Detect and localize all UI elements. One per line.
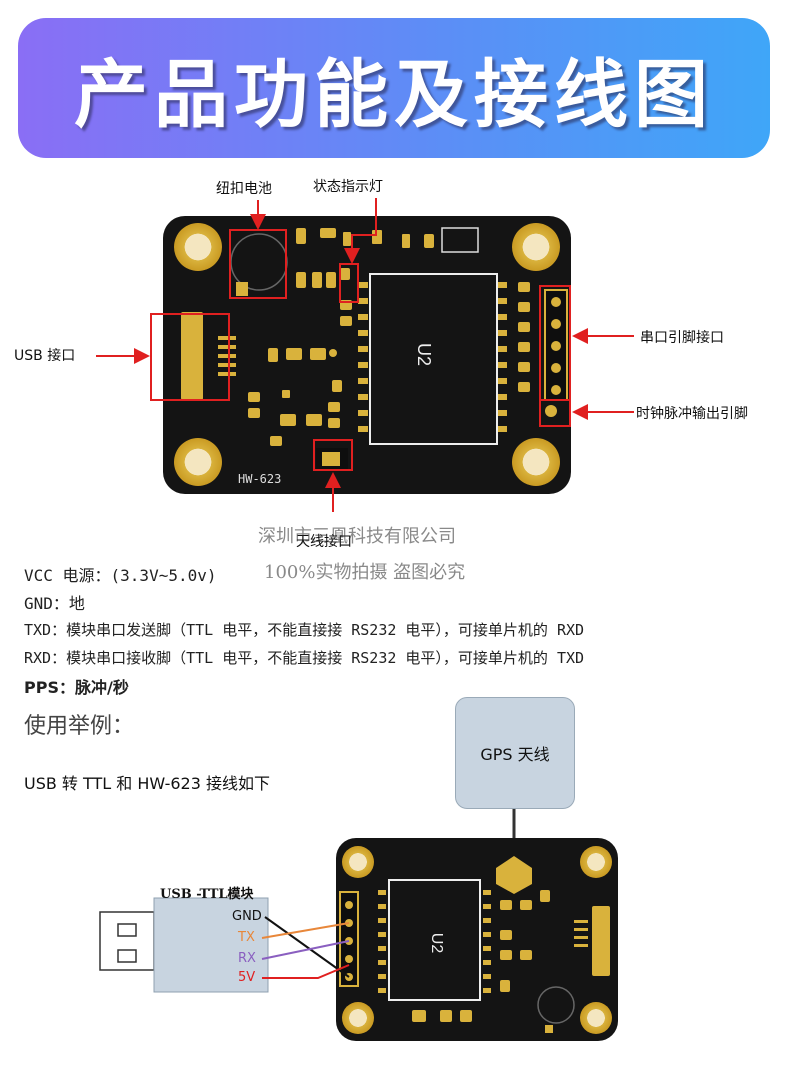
watermark-company: 深圳市三凰科技有限公司 <box>258 526 456 547</box>
antenna-connector <box>496 856 532 894</box>
title-banner: 产品功能及接线图 <box>18 18 770 158</box>
pin-tx-label: TX <box>238 930 255 945</box>
chip-label: U2 <box>414 342 435 367</box>
usage-heading: 使用举例： <box>24 714 135 739</box>
pin-rx-label: RX <box>238 951 256 966</box>
status-led-label: 状态指示灯 <box>313 179 383 195</box>
mounting-hole <box>580 1002 612 1034</box>
page-title: 产品功能及接线图 <box>74 51 714 138</box>
usb-highlight <box>150 313 230 401</box>
serial-header-pins <box>544 289 568 417</box>
led-highlight <box>339 263 359 303</box>
gps-antenna-label: GPS 天线 <box>480 745 550 764</box>
usage-description: USB 转 TTL 和 HW-623 接线如下 <box>24 774 270 793</box>
usb-ttl-module-title: USB -TTL模块 <box>160 887 254 902</box>
gps-module-board-top <box>163 216 571 494</box>
smd-pads <box>248 228 530 446</box>
spec-rxd: RXD：模块串口接收脚（TTL 电平，不能直接接 RS232 电平），可接单片机… <box>24 649 585 667</box>
gps-antenna-box: GPS 天线 <box>455 697 575 809</box>
spec-gnd: GND：地 <box>24 594 85 613</box>
gps-module-board-bottom <box>336 807 618 1041</box>
spec-txd: TXD：模块串口发送脚（TTL 电平，不能直接接 RS232 电平），可接单片机… <box>24 621 585 639</box>
mounting-hole <box>174 438 222 486</box>
connection-wires <box>261 916 350 979</box>
battery-highlight <box>229 229 287 299</box>
antenna-highlight <box>313 439 353 471</box>
pps-highlight <box>539 399 571 427</box>
button-battery-label: 纽扣电池 <box>216 181 272 197</box>
mounting-hole <box>512 223 560 271</box>
usb-connector-pads <box>181 312 236 400</box>
callout-boxes <box>150 229 571 471</box>
watermark-notice: 100%实物拍摄 盗图必究 <box>264 562 466 583</box>
pin-5v-label: 5V <box>238 970 256 985</box>
callout-arrows <box>96 198 634 512</box>
mounting-hole <box>174 223 222 271</box>
spec-vcc: VCC 电源：(3.3V~5.0v) <box>24 566 217 585</box>
pin-gnd-label: GND <box>232 909 262 924</box>
spec-pps: PPS：脉冲/秒 <box>24 678 129 697</box>
serial-pins-label: 串口引脚接口 <box>640 330 724 346</box>
bottom-chip-label: U2 <box>428 932 446 954</box>
mounting-hole <box>342 1002 374 1034</box>
clock-pulse-pin-label: 时钟脉冲输出引脚 <box>636 406 748 422</box>
mounting-hole <box>580 846 612 878</box>
usb-ttl-module <box>99 897 269 993</box>
antenna-port-label: 天线接口 <box>296 534 352 550</box>
mounting-hole <box>342 846 374 878</box>
usb-port-label: USB 接口 <box>14 348 76 364</box>
gps-chip-u2 <box>369 273 498 445</box>
gps-chip-u2-bottom <box>388 879 481 1001</box>
chip-side-pads <box>358 282 507 432</box>
mounting-hole <box>512 438 560 486</box>
model-label: HW-623 <box>238 472 282 486</box>
